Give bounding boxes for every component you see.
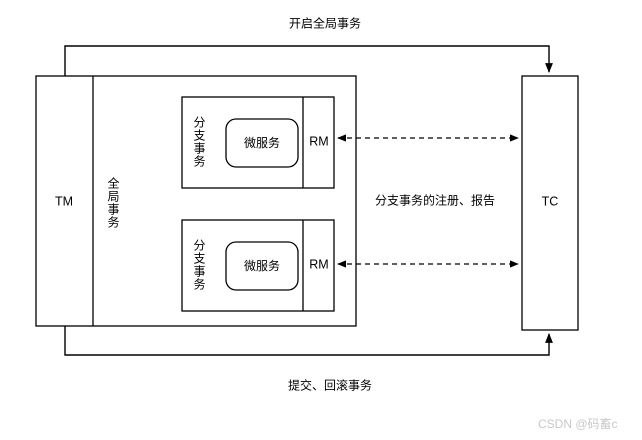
global-transaction-label: 全局事务 (106, 177, 120, 229)
microservice-label-2: 微服务 (244, 258, 280, 273)
flow-arrow-commit-rollback (64, 326, 553, 356)
flow-label-branch-register-report: 分支事务的注册、报告 (374, 193, 496, 208)
tc-box (521, 75, 579, 331)
flow-label-commit-rollback: 提交、回滚事务 (287, 378, 373, 393)
flow-label-begin-global-transaction: 开启全局事务 (288, 16, 362, 31)
flow-arrow-begin-global-transaction (64, 45, 553, 76)
rm-label-1: RM (309, 134, 328, 148)
branch-transaction-label-2: 分支事务 (192, 239, 206, 291)
microservice-label-1: 微服务 (244, 135, 280, 150)
rm-label-2: RM (309, 257, 328, 271)
microservice-box-1 (225, 118, 299, 168)
tc-label: TC (542, 194, 559, 208)
microservice-box-2 (225, 241, 299, 291)
branch-transaction-label-1: 分支事务 (192, 116, 206, 168)
csdn-watermark: CSDN @码畜c (538, 417, 618, 431)
tm-label: TM (55, 194, 73, 208)
